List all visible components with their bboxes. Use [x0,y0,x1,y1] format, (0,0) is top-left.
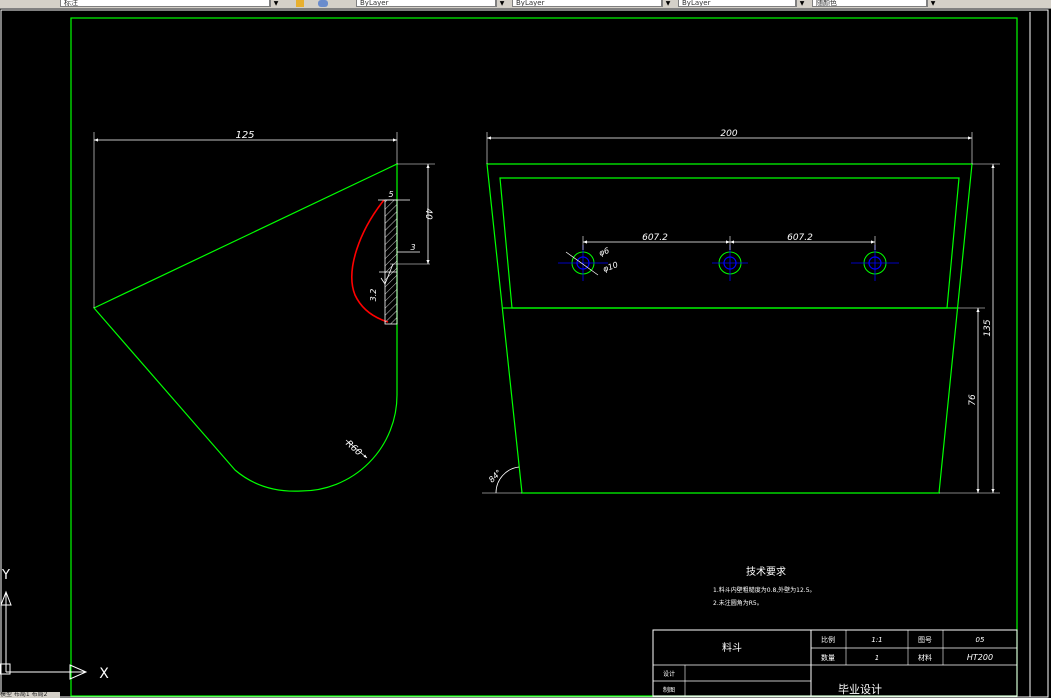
dim-hole-leader [565,251,599,276]
layer-state-icon[interactable] [296,0,304,7]
drafter-label: 制图 [663,686,675,694]
dim-3-2-text: 3.2 [369,289,378,302]
hopper-slot-curve [351,199,389,323]
drawing-canvas[interactable]: 125 40 5 3 3.2 R60 200 [0,9,1051,698]
scale-label: 比例 [821,635,835,644]
dim-3-text: 3 [410,243,415,252]
lineweight-dropdown[interactable]: ByLayer [678,0,796,7]
plotstyle-dropdown-arrow-icon[interactable]: ▼ [927,0,938,7]
layout-tabs[interactable]: 模型 布局1 布局2 [0,692,60,698]
ucs-y-label: Y [1,568,10,583]
dim-76-text: 76 [968,394,978,406]
layer-dropdown-arrow-icon[interactable]: ▼ [270,0,281,7]
dim-125-text: 125 [235,130,254,141]
linetype-dropdown-arrow-icon[interactable]: ▼ [662,0,673,7]
front-view-outline [486,163,973,494]
drawing-no-label: 图号 [918,636,932,644]
dim-angle-arc [495,466,520,494]
quantity-value: 1 [875,654,879,662]
drawing-no-value: 05 [976,636,985,644]
color-dropdown-arrow-icon[interactable]: ▼ [496,0,507,7]
dim-spacing-text-2: 607.2 [787,233,813,243]
mounting-hole-3 [851,245,899,281]
front-view-inner-rim [499,177,960,309]
left-view-outline [93,163,398,492]
notes-line-1: 1.料斗内壁粗糙度为0.8,外壁为12.5。 [713,586,816,594]
part-name: 料斗 [722,641,742,654]
dim-r60-leader [345,439,368,459]
dim-angle-text: 84° [487,468,503,484]
dim-200-text: 200 [720,129,737,139]
material-label: 材料 [918,653,932,662]
properties-toolbar: 标注 ▼ ByLayer ▼ ByLayer ▼ ByLayer ▼ 随颜色 ▼ [0,0,1051,9]
left-view: 125 40 5 3 3.2 R60 [93,130,435,492]
linetype-dropdown[interactable]: ByLayer [512,0,662,7]
title-block: 料斗 比例 1:1 图号 05 数量 1 材料 HT200 设计 制图 毕业设计 [652,629,1018,697]
designer-label: 设计 [663,670,675,678]
dim-r60-text: R60 [343,439,363,458]
viewport-frame [0,9,1049,698]
layer-dropdown[interactable]: 标注 [60,0,270,7]
material-value: HT200 [967,653,993,662]
drawing-border [70,17,1018,697]
hatched-section [384,199,398,325]
ucs-icon: X Y [0,568,109,682]
lineweight-dropdown-arrow-icon[interactable]: ▼ [796,0,807,7]
notes-title: 技术要求 [746,565,786,578]
notes-line-2: 2.未注圆角为R5。 [713,599,763,607]
ucs-x-label: X [99,666,109,682]
technical-notes: 技术要求 1.料斗内壁粗糙度为0.8,外壁为12.5。 2.未注圆角为R5。 [713,565,816,607]
dim-phi6-text: φ6 [598,246,611,258]
front-view: 200 607.2 607.2 φ6 φ10 [482,129,1000,494]
plotstyle-dropdown[interactable]: 随颜色 [812,0,927,7]
roughness-symbol-icon [380,263,394,285]
quantity-label: 数量 [821,653,835,662]
dim-phi10-text: φ10 [602,260,620,274]
scale-value: 1:1 [871,636,882,644]
layer-manager-icon[interactable] [318,0,328,7]
dim-40-text: 40 [423,208,433,220]
project-name: 毕业设计 [838,683,882,696]
mounting-hole-1 [558,245,608,281]
color-dropdown[interactable]: ByLayer [356,0,496,7]
dim-135-text: 135 [983,319,993,336]
dim-5-text: 5 [388,190,393,199]
dim-spacing-text-1: 607.2 [642,233,668,243]
mounting-hole-2 [712,245,748,281]
